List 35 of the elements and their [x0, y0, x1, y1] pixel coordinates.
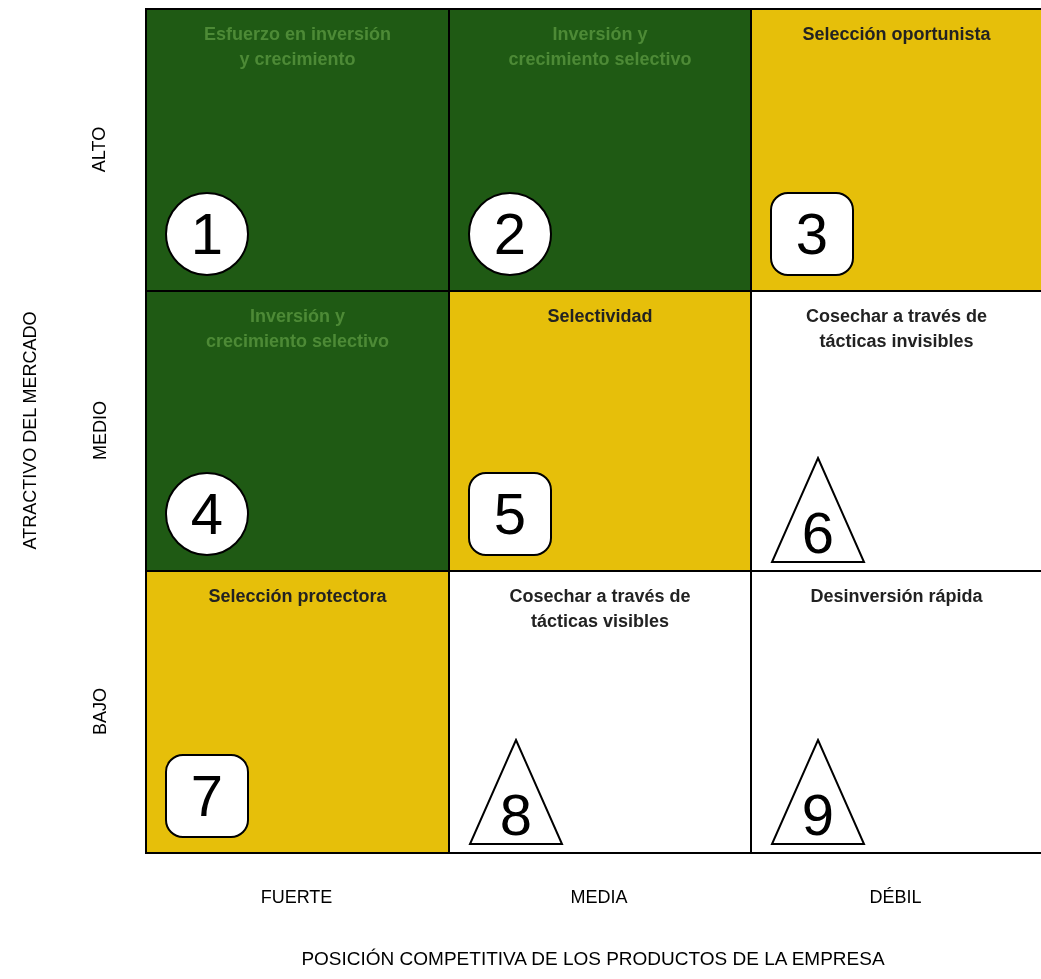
triangle-marker — [468, 738, 564, 846]
triangle-marker — [770, 738, 866, 846]
cell-heading: Cosechar a través de tácticas invisibles — [804, 305, 989, 353]
number-label: 2 — [493, 205, 527, 263]
cell-heading: Selectividad — [546, 305, 654, 328]
rounded-square-marker — [468, 472, 552, 556]
column-label: FUERTE — [260, 886, 333, 909]
matrix-cell — [448, 8, 752, 292]
cell-heading: Selección oportunista — [802, 23, 991, 46]
number-label: 5 — [493, 485, 527, 543]
number-label: 8 — [499, 786, 533, 844]
number-label: 3 — [795, 205, 829, 263]
number-label: 1 — [190, 205, 224, 263]
axis-title: ATRACTIVO DEL MERCADO — [18, 311, 41, 549]
matrix-cell — [750, 8, 1041, 292]
triangle-marker — [770, 456, 866, 564]
row-label: MEDIO — [88, 400, 111, 460]
axis-title: POSICIÓN COMPETITIVA DE LOS PRODUCTOS DE LA EMPRESA — [301, 947, 885, 971]
cell-heading: Cosechar a través de tácticas visibles — [508, 585, 692, 633]
matrix-cell — [145, 290, 450, 572]
matrix-cell — [145, 8, 450, 292]
matrix-cell — [448, 290, 752, 572]
rounded-square-marker — [770, 192, 854, 276]
number-label: 9 — [801, 786, 835, 844]
cell-heading: Selección protectora — [207, 585, 388, 608]
number-label: 4 — [190, 485, 224, 543]
row-label: BAJO — [88, 687, 111, 735]
row-label: ALTO — [88, 126, 111, 172]
rounded-square-marker — [165, 754, 249, 838]
column-label: DÉBIL — [869, 886, 922, 909]
number-label: 6 — [801, 504, 835, 562]
matrix-cell — [145, 570, 450, 854]
cell-heading: Desinversión rápida — [809, 585, 984, 608]
number-label: 7 — [190, 767, 224, 825]
column-label: MEDIA — [570, 886, 628, 909]
